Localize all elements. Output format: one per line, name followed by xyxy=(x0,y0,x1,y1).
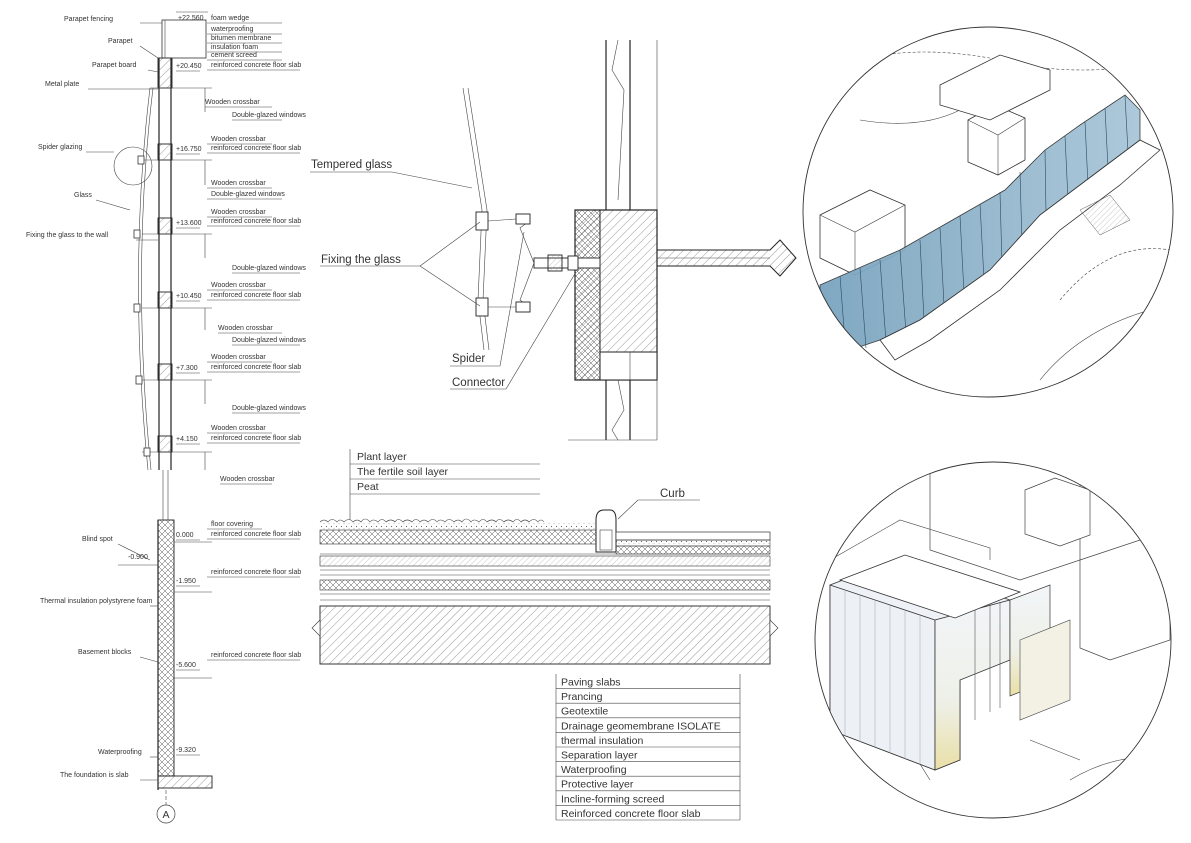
label-tempered-glass: Tempered glass xyxy=(311,159,392,171)
section-label-parapet-fencing: Parapet fencing xyxy=(64,16,113,23)
section-label-parapet: Parapet xyxy=(108,38,133,45)
section-label-crossbar-2: Wooden crossbar xyxy=(211,136,266,143)
label-connector: Connector xyxy=(452,377,505,389)
roof-bottom-layer: Waterproofing xyxy=(561,764,627,776)
section-label-bitumen: bitumen membrane xyxy=(211,35,271,42)
level-mark-lvl-13600: +13.600 xyxy=(176,220,202,227)
section-label-rc-slab-5: reinforced concrete floor slab xyxy=(211,364,301,371)
section-label-rc-slab-1: reinforced concrete floor slab xyxy=(211,62,301,69)
level-mark-lvl-m5600: -5.600 xyxy=(176,662,196,669)
section-label-crossbar-3: Wooden crossbar xyxy=(211,180,266,187)
roof-bottom-layer: Reinforced concrete floor slab xyxy=(561,808,701,820)
section-label-rc-slab-2: reinforced concrete floor slab xyxy=(211,145,301,152)
section-label-foundation: The foundation is slab xyxy=(60,772,129,779)
section-label-rc-slab-3: reinforced concrete floor slab xyxy=(211,218,301,225)
roof-bottom-layer: Drainage geomembrane ISOLATE xyxy=(561,720,721,732)
level-mark-lvl-m0900: -0.900 xyxy=(128,554,148,561)
section-label-rc-slab-4: reinforced concrete floor slab xyxy=(211,292,301,299)
roof-top-layer: The fertile soil layer xyxy=(357,466,449,478)
section-label-fixing-wall: Fixing the glass to the wall xyxy=(26,232,109,239)
section-label-dg-1: Double-glazed windows xyxy=(232,112,306,119)
roof-bottom-layer: Protective layer xyxy=(561,779,634,791)
roof-bottom-layer: Prancing xyxy=(561,691,603,703)
level-mark-lvl-7300: +7.300 xyxy=(176,365,198,372)
level-mark-lvl-22560: +22.560 xyxy=(178,15,204,22)
roof-bottom-layer: Paving slabs xyxy=(561,677,621,689)
roof-bottom-layer: Incline-forming screed xyxy=(561,793,664,805)
section-label-insul-foam: insulation foam xyxy=(211,44,258,51)
section-label-dg-2: Double-glazed windows xyxy=(211,191,285,198)
label-fixing-the-glass: Fixing the glass xyxy=(321,254,401,266)
level-mark-lvl-0000: 0.000 xyxy=(176,532,194,539)
section-label-dg-4: Double-glazed windows xyxy=(232,337,306,344)
section-label-cement-screed: cement screed xyxy=(211,52,257,59)
section-label-crossbar-8: Wooden crossbar xyxy=(211,425,266,432)
level-mark-lvl-m9320: -9.320 xyxy=(176,747,196,754)
level-mark-lvl-16750: +16.750 xyxy=(176,146,202,153)
section-label-blind-spot: Blind spot xyxy=(82,536,113,543)
section-label-dg-5: Double-glazed windows xyxy=(232,405,306,412)
section-label-crossbar-6: Wooden crossbar xyxy=(218,325,273,332)
roof-top-layer: Plant layer xyxy=(357,451,407,463)
section-label-glass: Glass xyxy=(74,192,92,199)
label-spider: Spider xyxy=(452,353,485,365)
section-label-rc-slab-7: reinforced concrete floor slab xyxy=(211,531,301,538)
section-label-crossbar-5: Wooden crossbar xyxy=(211,282,266,289)
roof-bottom-layer: Geotextile xyxy=(561,706,608,718)
glass-fixing-detail: Tempered glass Fixing the glass Spider C… xyxy=(310,39,797,441)
section-label-parapet-board: Parapet board xyxy=(92,62,136,69)
section-label-thermal-foam: Thermal insulation polystyrene foam xyxy=(40,598,153,605)
axonometric-view-top xyxy=(802,26,1174,398)
section-label-rc-slab-9: reinforced concrete floor slab xyxy=(211,652,301,659)
roof-bottom-layer: thermal insulation xyxy=(561,735,643,747)
axis-label-a: A xyxy=(162,809,169,821)
level-mark-lvl-10450: +10.450 xyxy=(176,293,202,300)
section-label-crossbar-7: Wooden crossbar xyxy=(211,354,266,361)
section-label-floor-covering: floor covering xyxy=(211,521,253,528)
section-label-rc-slab-6: reinforced concrete floor slab xyxy=(211,435,301,442)
level-mark-lvl-m1950: -1.950 xyxy=(176,578,196,585)
section-label-spider-glazing: Spider glazing xyxy=(38,144,82,151)
section-level-marks: +22.560 +20.450 +16.750 +13.600 +10.450 +7.30… xyxy=(128,15,204,754)
label-curb: Curb xyxy=(660,488,685,500)
roof-bottom-layer: Separation layer xyxy=(561,750,638,762)
level-mark-lvl-20450: +20.450 xyxy=(176,63,202,70)
section-label-crossbar-4: Wooden crossbar xyxy=(211,209,266,216)
section-label-dg-3: Double-glazed windows xyxy=(232,265,306,272)
level-mark-lvl-4150: +4.150 xyxy=(176,436,198,443)
section-label-waterproofing-left: Waterproofing xyxy=(98,749,142,756)
section-label-crossbar-1: Wooden crossbar xyxy=(205,99,260,106)
roof-top-layer: Peat xyxy=(357,481,379,493)
section-labels-right: foam wedge waterproofing bitumen membrane i… xyxy=(205,15,306,659)
section-label-waterproofing-top: waterproofing xyxy=(210,26,254,33)
wall-section: A xyxy=(26,11,306,824)
section-label-rc-slab-8: reinforced concrete floor slab xyxy=(211,569,301,576)
section-label-basement-blocks: Basement blocks xyxy=(78,649,132,656)
section-label-metal-plate: Metal plate xyxy=(45,81,79,88)
section-label-foam-wedge: foam wedge xyxy=(211,15,249,22)
section-label-crossbar-9: Wooden crossbar xyxy=(220,476,275,483)
axonometric-view-bottom xyxy=(814,461,1172,819)
